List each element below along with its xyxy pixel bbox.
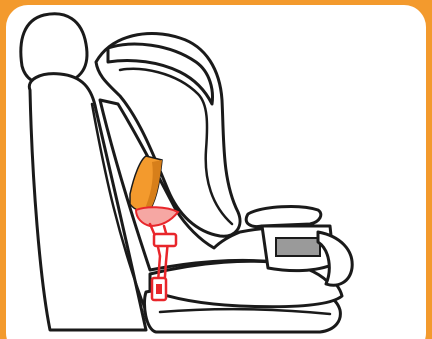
car-seat-armrest — [246, 207, 321, 227]
car-seat-armrest-shade — [276, 238, 320, 256]
buckle-slot — [156, 284, 162, 294]
buckle-tongue — [154, 234, 176, 246]
